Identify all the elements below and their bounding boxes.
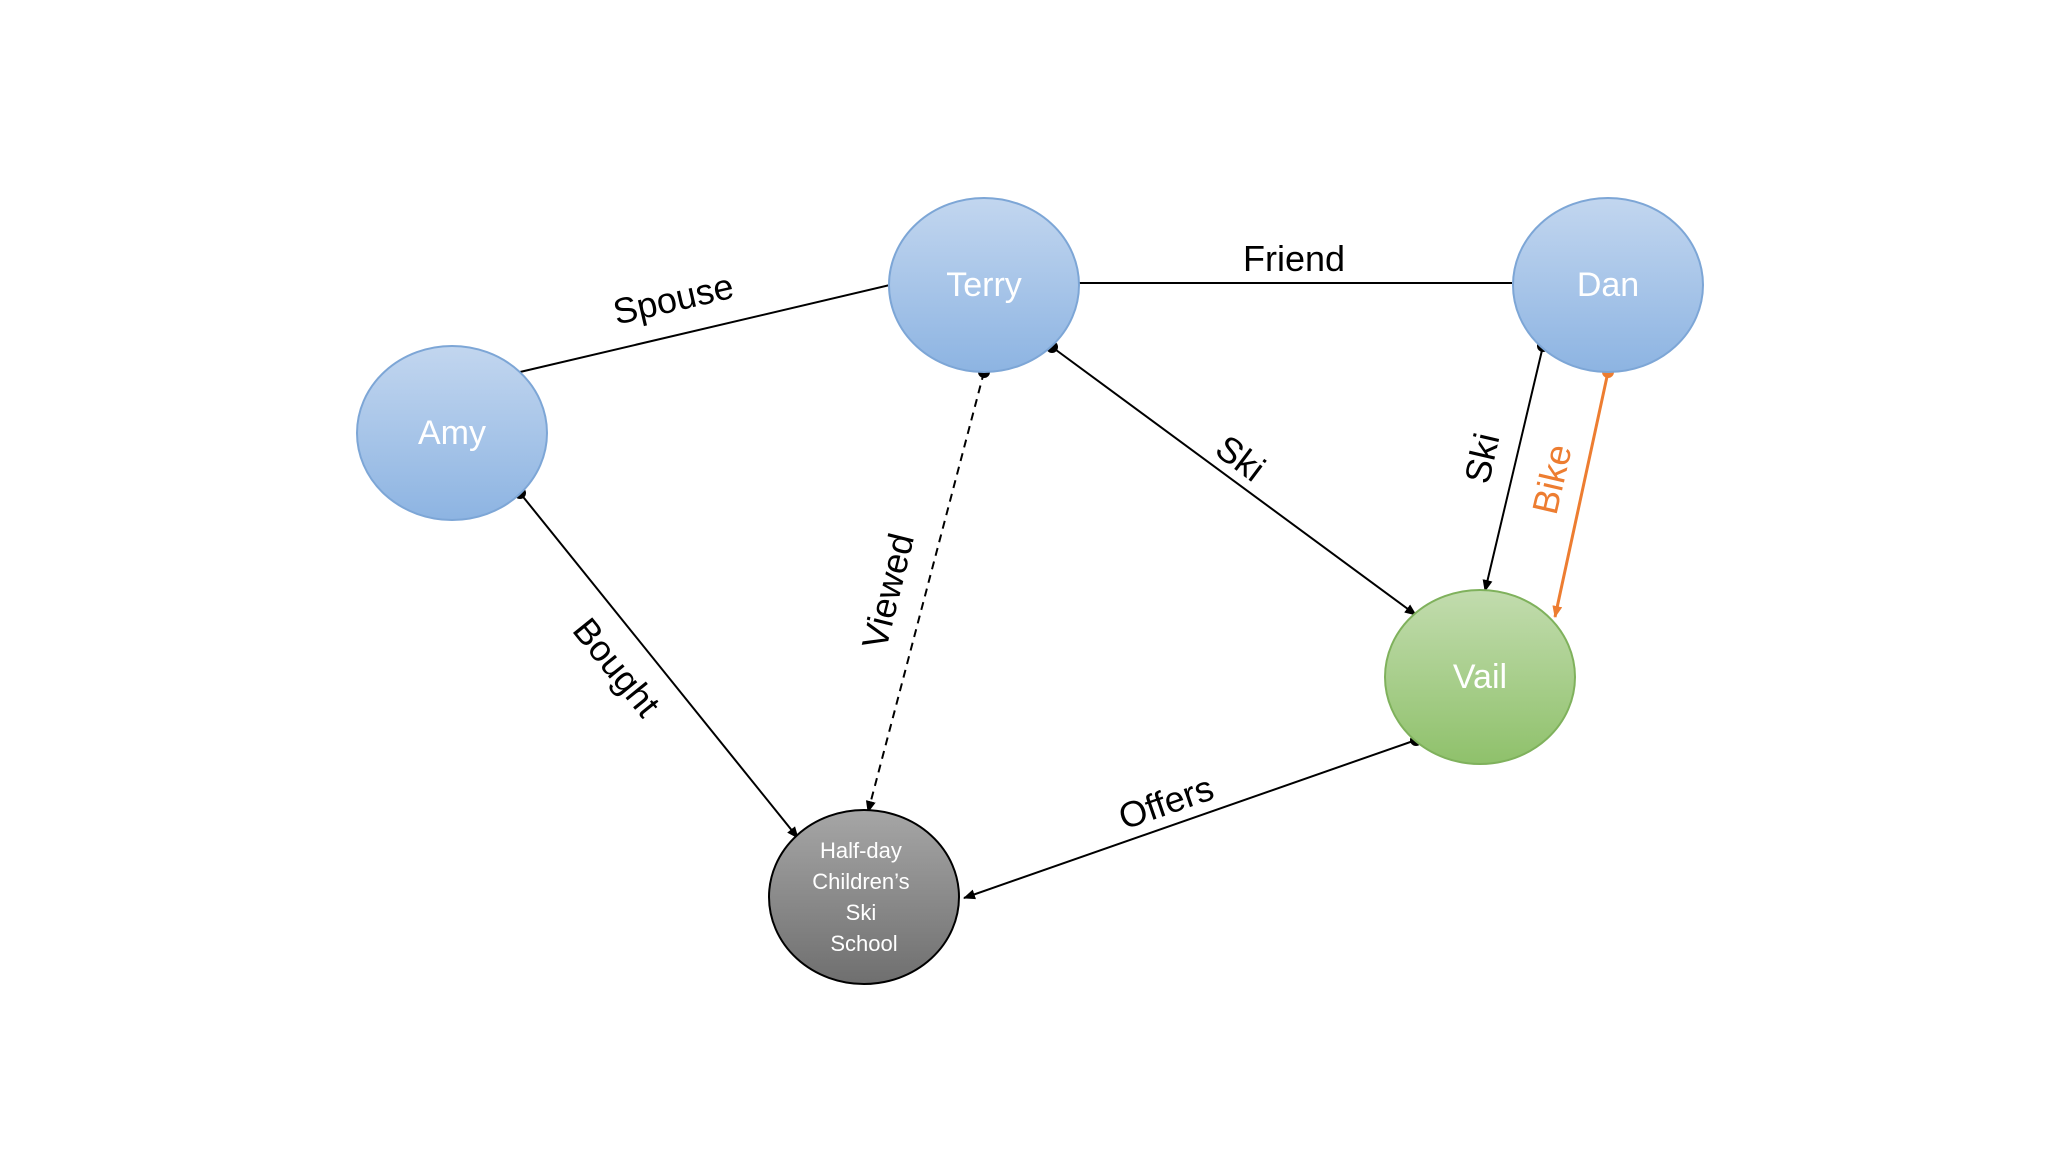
edge-bike [1552, 371, 1610, 618]
node-ski-school: Half-day Children’s Ski School [768, 809, 960, 985]
edge-bought [519, 492, 799, 839]
edge-label-friend: Friend [1243, 238, 1345, 279]
node-ski-school-shape [768, 809, 960, 985]
node-vail: Vail [1384, 589, 1576, 765]
edge-dan-ski [1482, 345, 1544, 592]
node-terry-label: Terry [946, 266, 1022, 304]
node-dan-label: Dan [1577, 266, 1639, 304]
node-amy: Amy [356, 345, 548, 521]
node-amy-shape [356, 345, 548, 521]
node-ski-school-line-3: Ski [846, 900, 877, 925]
edge-viewed [865, 371, 985, 813]
edge-label-spouse: Spouse [609, 265, 737, 332]
node-ski-school-line-1: Half-day [820, 838, 902, 863]
edge-label-bought: Bought [565, 610, 669, 724]
edge-label-terry-ski: Ski [1208, 427, 1273, 490]
edge-label-bike: Bike [1524, 440, 1580, 517]
edge-spouse [519, 284, 891, 373]
edge-terry-ski [1051, 346, 1417, 616]
edge-label-dan-ski: Ski [1456, 429, 1507, 487]
node-ski-school-label: Half-day Children’s Ski School [812, 838, 916, 956]
edge-label-viewed: Viewed [854, 529, 922, 653]
node-amy-label: Amy [418, 414, 486, 452]
node-dan-shape [1512, 197, 1704, 373]
node-vail-label: Vail [1453, 658, 1507, 696]
node-terry-shape [888, 197, 1080, 373]
node-vail-shape [1384, 589, 1576, 765]
node-ski-school-line-2: Children’s [812, 869, 909, 894]
edge-offers [963, 739, 1417, 900]
node-ski-school-line-4: School [830, 931, 897, 956]
node-terry: Terry [888, 197, 1080, 373]
node-dan: Dan [1512, 197, 1704, 373]
